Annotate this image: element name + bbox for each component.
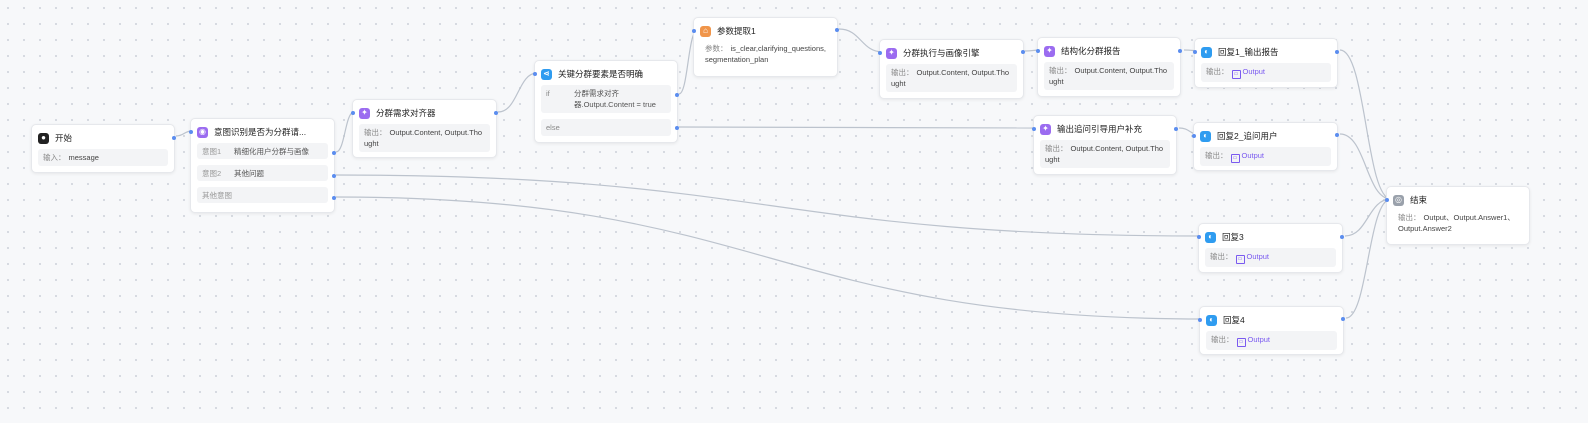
output-port-other[interactable] [332, 196, 336, 200]
edge-reply1-end [1339, 49, 1392, 200]
edge-reply4-end [1345, 198, 1392, 319]
node-title: 开始 [55, 133, 73, 143]
node-io: 输入：message [38, 149, 168, 166]
output-port[interactable] [1021, 50, 1025, 54]
node-title: 结构化分群报告 [1061, 46, 1121, 56]
node-title: 输出追问引导用户补充 [1057, 124, 1143, 134]
reply2-node[interactable]: ◐ 回复2_追问用户 输出：▭Output [1192, 122, 1339, 171]
output-port[interactable] [1174, 127, 1178, 131]
edge-condition-guide [678, 126, 1037, 129]
report-node[interactable]: ✦ 结构化分群报告 输出：Output.Content, Output.Thoug… [1036, 37, 1182, 97]
edge-intent-reply4 [335, 196, 1205, 320]
message-icon: ◐ [1206, 314, 1217, 326]
message-icon: ◐ [1205, 231, 1216, 243]
output-port[interactable] [1178, 49, 1182, 53]
align-node[interactable]: ✦ 分群需求对齐器 输出：Output.Content, Output.Thoug… [351, 99, 498, 158]
output-port[interactable] [1335, 133, 1339, 137]
variable-icon: ▭ [1230, 154, 1240, 163]
node-io: 输出：▭Output [1201, 63, 1331, 82]
llm-icon: ✦ [359, 107, 370, 119]
node-io: 输出：Output.Content, Output.Thought [886, 64, 1017, 92]
end-node[interactable]: ◎ 结束 输出：Output、Output.Answer1、Output.Answ… [1385, 186, 1530, 245]
input-port[interactable] [878, 51, 882, 55]
output-port[interactable] [494, 111, 498, 115]
llm-icon: ✦ [1040, 123, 1051, 135]
reply4-node[interactable]: ◐ 回复4 输出：▭Output [1198, 306, 1345, 355]
node-title: 回复1_输出报告 [1218, 47, 1279, 57]
intent-option: 其他意图 [197, 187, 328, 203]
branch-icon: ⋖ [541, 68, 552, 80]
reply1-node[interactable]: ◐ 回复1_输出报告 输出：▭Output [1193, 38, 1339, 88]
input-port[interactable] [1198, 318, 1202, 322]
start-node[interactable]: ● 开始 输入：message [31, 124, 176, 173]
extract-node[interactable]: ⌂ 参数提取1 参数：is_clear,clarifying_questions,… [692, 17, 839, 77]
input-port[interactable] [1192, 134, 1196, 138]
node-io: 输出：Output.Content, Output.Thought [1040, 140, 1170, 168]
output-port-intent1[interactable] [332, 151, 336, 155]
output-port[interactable] [1341, 317, 1345, 321]
input-port[interactable] [1036, 49, 1040, 53]
message-icon: ◐ [1200, 130, 1211, 142]
node-title: 结束 [1410, 195, 1428, 205]
input-port[interactable] [351, 111, 355, 115]
output-port[interactable] [172, 136, 176, 140]
node-io: 输出：▭Output [1206, 331, 1337, 350]
variable-icon: ▭ [1235, 255, 1245, 264]
node-title: 分群需求对齐器 [376, 108, 436, 118]
input-port[interactable] [1032, 127, 1036, 131]
input-port[interactable] [1193, 50, 1197, 54]
node-title: 回复3 [1222, 232, 1244, 242]
node-io: 输出：▭Output [1205, 248, 1336, 267]
brain-icon: ◉ [197, 126, 208, 138]
node-title: 意图识别是否为分群请... [214, 127, 307, 137]
llm-icon: ✦ [1044, 45, 1055, 57]
node-title: 参数提取1 [717, 26, 756, 36]
node-title: 关键分群要素是否明确 [558, 69, 644, 79]
node-io: 输出：▭Output [1200, 147, 1331, 166]
play-icon: ● [38, 132, 49, 144]
output-port[interactable] [1340, 235, 1344, 239]
output-port-intent2[interactable] [332, 174, 336, 178]
node-io: 参数：is_clear,clarifying_questions, segmen… [700, 42, 831, 68]
output-port[interactable] [1335, 50, 1339, 54]
input-port[interactable] [189, 130, 193, 134]
node-title: 回复2_追问用户 [1217, 131, 1278, 141]
edge-extract-exec [838, 28, 884, 53]
guide-node[interactable]: ✦ 输出追问引导用户补充 输出：Output.Content, Output.Th… [1032, 115, 1178, 175]
llm-icon: ✦ [886, 47, 897, 59]
extract-icon: ⌂ [700, 25, 711, 37]
edge-align-condition [497, 72, 538, 113]
edge-reply2-end [1339, 133, 1392, 200]
input-port[interactable] [1197, 235, 1201, 239]
node-io: 输出：Output、Output.Answer1、Output.Answer2 [1393, 211, 1523, 237]
input-port[interactable] [692, 29, 696, 33]
edge-reply3-end [1344, 198, 1392, 237]
stop-icon: ◎ [1393, 194, 1404, 206]
exec-node[interactable]: ✦ 分群执行与画像引擎 输出：Output.Content, Output.Tho… [878, 39, 1025, 99]
node-io: 输出：Output.Content, Output.Thought [1044, 62, 1174, 90]
input-port[interactable] [533, 72, 537, 76]
input-port[interactable] [1385, 198, 1389, 202]
edge-intent-reply3 [335, 174, 1204, 237]
output-port-if[interactable] [675, 93, 679, 97]
output-port[interactable] [835, 28, 839, 32]
output-port-else[interactable] [675, 126, 679, 130]
variable-icon: ▭ [1231, 70, 1241, 79]
reply3-node[interactable]: ◐ 回复3 输出：▭Output [1197, 223, 1344, 273]
node-title: 回复4 [1223, 315, 1245, 325]
node-title: 分群执行与画像引擎 [903, 48, 980, 58]
variable-icon: ▭ [1236, 338, 1246, 347]
else-branch: else [541, 119, 671, 136]
node-io: 输出：Output.Content, Output.Thought [359, 124, 490, 152]
message-icon: ◐ [1201, 46, 1212, 58]
